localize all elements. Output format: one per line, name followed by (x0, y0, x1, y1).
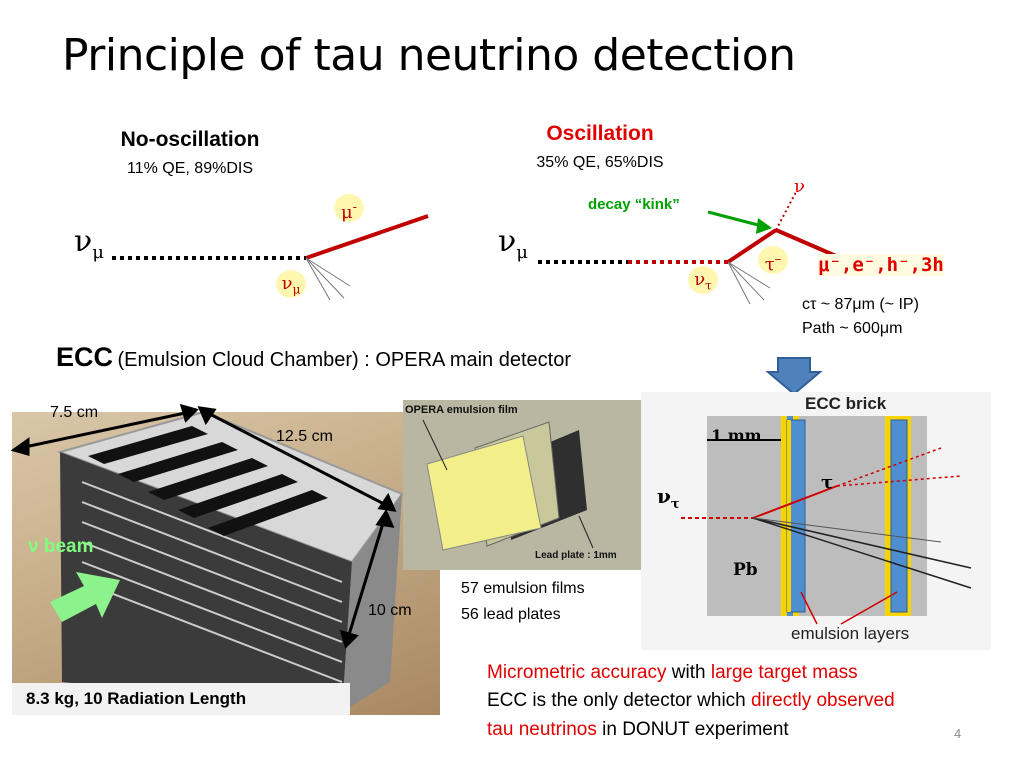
film-label: OPERA emulsion film (405, 404, 518, 416)
decay-products-label: μ⁻,e⁻,h⁻,3h (818, 254, 944, 276)
height-arrow (346, 519, 386, 639)
length-arrow (205, 410, 389, 508)
width-arrow (19, 410, 191, 450)
ecc-heading: ECC (Emulsion Cloud Chamber) : OPERA mai… (56, 342, 571, 373)
decay-kink-label: decay “kink” (588, 196, 680, 213)
brick-diagram-title: ECC brick (805, 394, 887, 413)
emulsion-layers-label: emulsion layers (791, 624, 910, 643)
oscillation-subheading: 35% QE, 65%DIS (536, 154, 664, 171)
hadron-track (305, 257, 331, 301)
kink-arrow-shaft (707, 210, 763, 228)
plates-count: 56 lead plates (461, 606, 561, 623)
no-oscillation-diagram (112, 214, 429, 301)
summary-line-1: Micrometric accuracy with large target m… (487, 662, 858, 683)
no-oscillation-heading: No-oscillation (120, 128, 260, 151)
decay-neutrino-track (775, 191, 797, 231)
film-illustration (422, 419, 594, 551)
lead-plate-label: Lead plate : 1mm (535, 550, 617, 561)
films-count: 57 emulsion films (461, 580, 585, 597)
decay-neutrino-label: ν (794, 176, 805, 197)
hadron-track (305, 257, 351, 287)
dimension-arrows (10, 403, 397, 649)
beam-label: ν beam (28, 536, 94, 557)
ecc-abbr: ECC (56, 342, 114, 372)
summary-line-2: ECC is the only detector which directly … (487, 690, 895, 711)
ecc-brick-photo (12, 412, 440, 715)
brick-tau-label: τ (821, 472, 834, 493)
brick-illustration (56, 412, 404, 712)
muon-track (305, 214, 429, 260)
path-label: Path ~ 600μm (802, 320, 903, 337)
brick-length-label: 12.5 cm (276, 428, 333, 445)
hadron-track (727, 261, 751, 305)
tau-track (726, 228, 778, 264)
emulsion-film-photo: OPERA emulsion film Lead plate : 1mm (403, 400, 641, 570)
no-oscillation-subheading: 11% QE, 89%DIS (127, 160, 253, 177)
outgoing-nutau-badge: ντ (688, 266, 718, 294)
scale-label: 1 mm (711, 426, 762, 445)
kink-arrow-head (756, 218, 772, 234)
incoming-numu-label-osc: νμ (498, 224, 528, 263)
slide-title: Principle of tau neutrino detection (62, 30, 796, 81)
ecc-brick-diagram: ECC brick 1 mm ντ τ Pb emulsion layers (641, 392, 991, 650)
muon-badge: μ- (334, 194, 364, 223)
lead-pb-label: Pb (733, 560, 758, 580)
ecc-description: (Emulsion Cloud Chamber) : OPERA main de… (117, 349, 571, 371)
hadron-track (305, 257, 345, 299)
hadron-track (727, 261, 771, 289)
hadron-track (727, 261, 765, 301)
summary-line-3: tau neutrinos in DONUT experiment (487, 719, 789, 740)
ctau-label: cτ ~ 87μm (~ IP) (802, 296, 919, 313)
beam-arrow-icon (50, 572, 120, 622)
incoming-numu-label: νμ (74, 224, 104, 263)
oscillation-heading: Oscillation (546, 122, 654, 145)
tau-badge: τ– (758, 246, 788, 275)
brick-caption-box: 8.3 kg, 10 Radiation Length (12, 683, 350, 715)
brick-width-label: 7.5 cm (50, 404, 99, 421)
brick-height-label: 10 cm (368, 602, 412, 619)
down-arrow-icon (765, 357, 823, 396)
brick-caption: 8.3 kg, 10 Radiation Length (26, 689, 247, 708)
page-number: 4 (954, 726, 962, 741)
brick-schematic (681, 416, 972, 625)
brick-nutau-label: ντ (657, 484, 680, 512)
outgoing-numu-badge: νμ (276, 270, 306, 298)
